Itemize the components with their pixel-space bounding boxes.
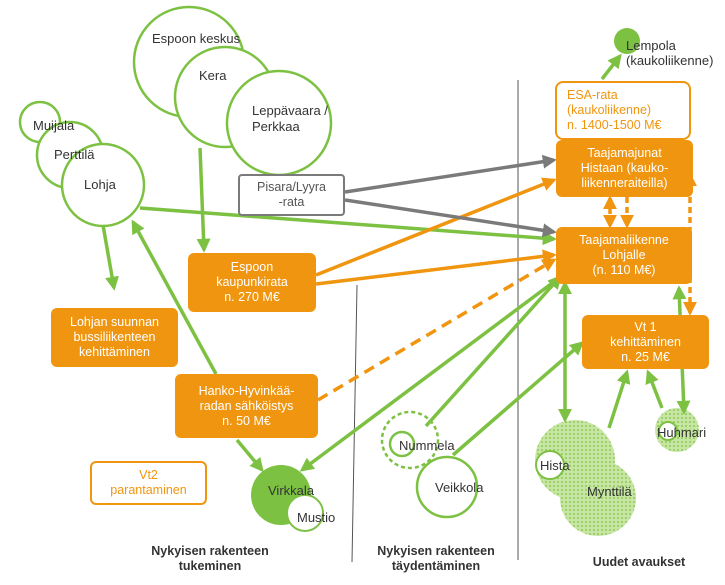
circle-myntti [560,460,636,536]
box-esa-line3: n. 1400-1500 M€ [567,118,662,132]
label-leppavaara-1: Leppävaara / [252,103,328,118]
box-vt2-line2: parantaminen [110,483,187,497]
label-lempola-2: (kaukoliikenne) [626,53,714,68]
arrow-myntti-vt1 [607,369,631,429]
box-vt2-line1: Vt2 [139,468,158,482]
arrow-perttila-bussi [101,224,119,291]
arrow-esa-lempola [600,53,622,81]
box-pisara-line1: Pisara/Lyyra [256,180,326,194]
column-title-tukeminen-line2: tukeminen [178,559,242,573]
label-kera: Kera [199,68,227,83]
label-huhmari: Huhmari [657,425,707,440]
box-pisara: Pisara/Lyyra-rata [238,174,345,216]
label-mustio: Mustio [297,510,336,525]
column-title-tukeminen-line1: Nykyisen rakenteen [151,544,269,558]
arrow-hanko-virkkala [235,438,264,473]
label-virkkala: Virkkala [268,483,315,498]
label-veikkola: Veikkola [435,480,484,495]
box-bussi-line3: kehittäminen [79,345,150,359]
label-leppavaara-2: Perkkaa [252,119,300,134]
arrow-kera-kaupunkirata [196,147,211,253]
box-esa-rata: ESA-rata(kaukoliikenne)n. 1400-1500 M€ [555,81,691,140]
label-hista: Hista [540,458,570,473]
box-hanko-line1: Hanko-Hyvinkää- [198,383,295,398]
column-title-uudet-avaukset: Uudet avaukset [592,555,686,569]
box-vt1-line3: n. 25 M€ [621,349,670,364]
arrow-pisara-taajamajunat [344,154,557,194]
box-vt1-line1: Vt 1 [634,319,657,334]
label-myntti: Mynttilä [587,484,632,499]
box-kaupunkirata-line1: Espoon [230,260,274,274]
box-taajamajunat-line1: Taajamajunat [587,146,662,160]
box-taajamajunat-line2: Histaan (kauko- [580,161,669,175]
arrow-pisara-taajamaliikenne [344,198,557,238]
column-title-tukeminen: Nykyisen rakenteen tukeminen [130,544,290,574]
box-kaupunkirata-line3: n. 270 M€ [224,290,280,304]
arrow-huhmari-vt1 [645,369,664,409]
box-kaupunkirata-line2: kaupunkirata [216,275,288,289]
column-divider-1 [351,284,358,563]
box-bussi-line1: Lohjan suunnan [70,315,159,329]
label-espoon-keskus: Espoon keskus [152,31,241,46]
box-taajamaliikenne-line2: Lohjalle [602,248,646,262]
box-taajamajunat-line3: liikenneraiteilla) [581,176,668,190]
circle-hista-small [535,450,565,480]
circle-veikkola [415,455,479,519]
column-title-taydentaminen: Nykyisen rakenteen täydentäminen [356,544,516,574]
arrow-nummela-taajamaliikenne [424,274,562,428]
box-esa-line1: ESA-rata [567,88,618,102]
arrows [101,53,697,473]
circle-nummela-small [388,430,416,458]
circle-mustio [286,494,324,532]
box-pisara-line2: -rata [278,195,305,209]
label-nummela: Nummela [399,438,455,453]
box-bussi-line2: bussiliikenteen [73,330,156,344]
label-lempola-1: Lempola [626,38,676,53]
circle-lempola [614,28,640,54]
column-title-taydentaminen-line1: Nykyisen rakenteen [377,544,495,558]
label-muijala: Muijala [33,118,75,133]
arrow-taajamaliikenne-virkkala [299,270,569,472]
arrow-hanko-lohja [131,219,218,375]
box-vt1-line2: kehittäminen [610,334,681,349]
node-circles [18,5,699,536]
label-perttila: Perttilä [54,147,95,162]
box-esa-line2: (kaukoliikenne) [567,103,652,117]
arrow-lohja-taajamaliikenne [139,206,557,246]
label-lohja: Lohja [84,177,116,192]
circle-huhmari-small [658,421,678,441]
box-hanko-line2: radan sähköistys [199,398,294,413]
column-title-taydentaminen-line2: täydentäminen [391,559,481,573]
box-hanko-line3: n. 50 M€ [222,413,271,428]
arrow-kaupunkirata-taajamajunat [315,177,557,277]
arrow-kaupunkirata-taajamaliikenne [315,249,557,286]
box-taajamaliikenne-line3: (n. 110 M€) [592,263,656,277]
arrow-hanko-taajamaliikenne [317,258,557,402]
box-taajamaliikenne-line1: Taajamaliikenne [579,233,669,247]
